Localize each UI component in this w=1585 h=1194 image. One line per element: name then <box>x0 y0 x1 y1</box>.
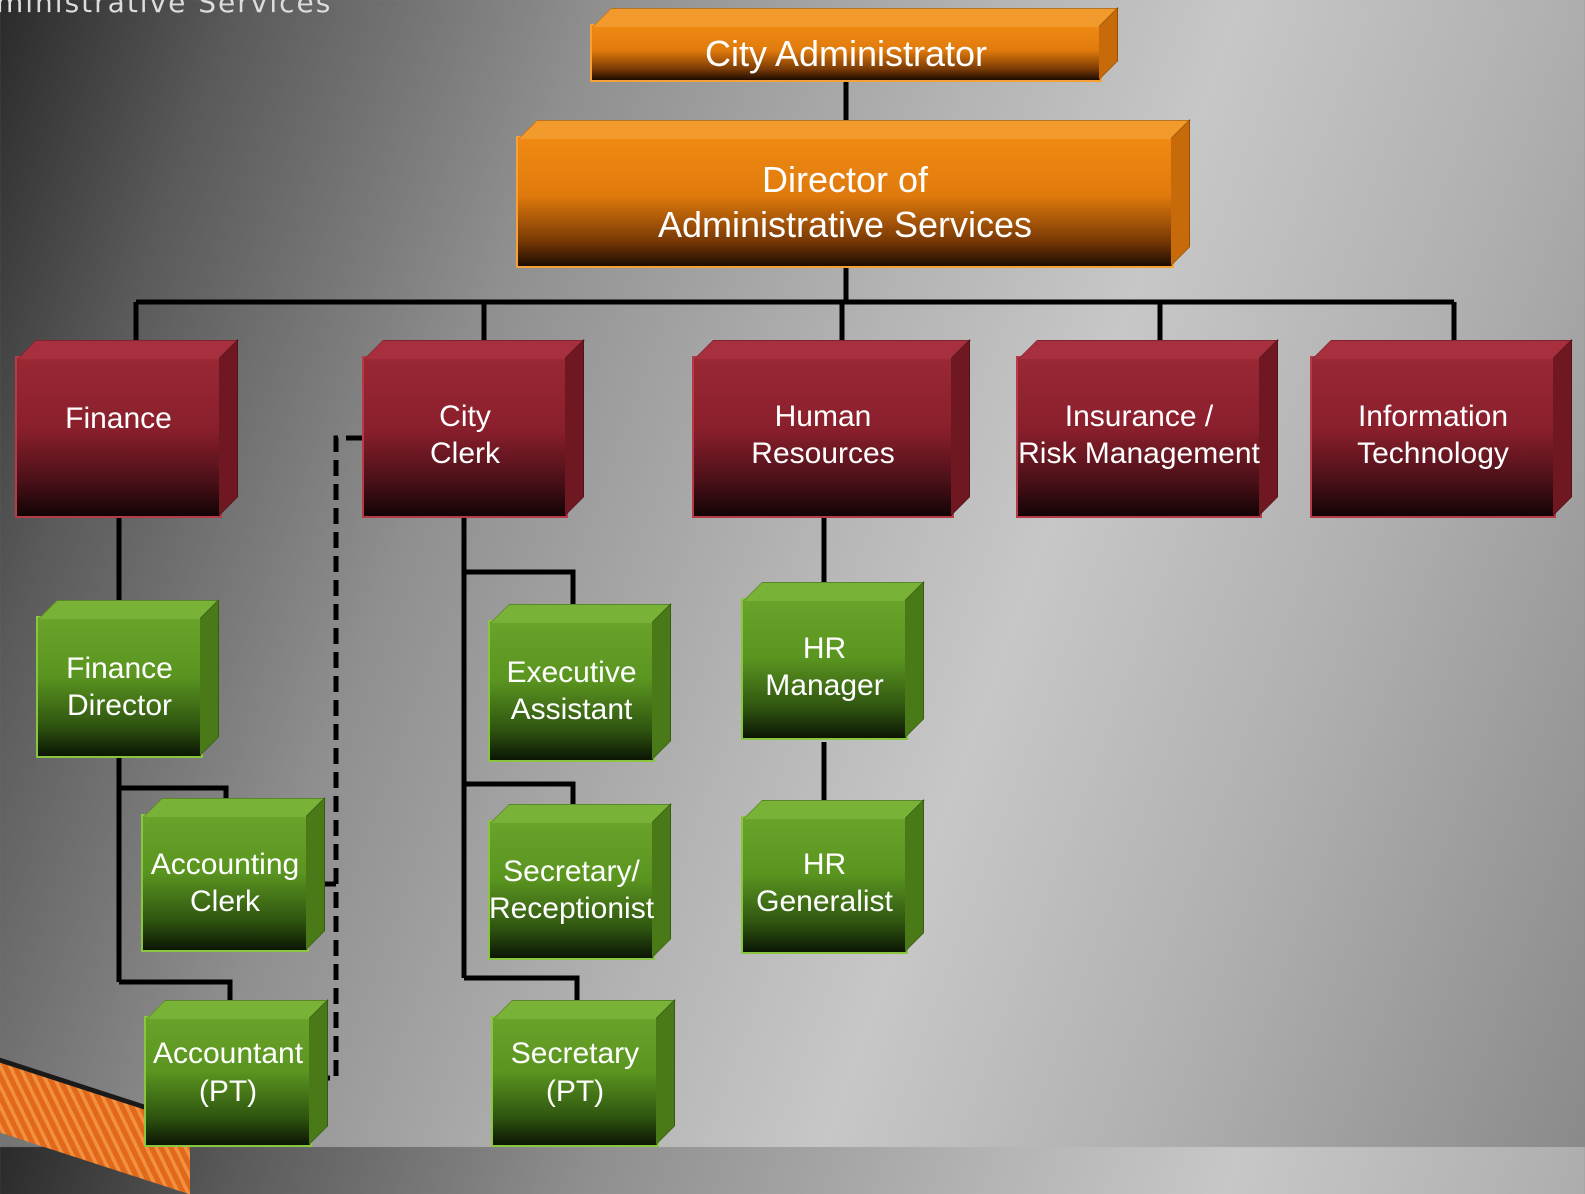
node-label: Human Resources <box>751 399 895 471</box>
node-label: Insurance / Risk Management <box>1018 399 1260 471</box>
node-label: Accountant (PT) <box>152 1037 304 1108</box>
node-information-technology: Information Technology <box>1310 356 1556 518</box>
node-hr-generalist: HR Generalist <box>741 816 908 954</box>
node-accounting-clerk: Accounting Clerk <box>141 814 309 952</box>
node-label: City Administrator <box>704 32 988 74</box>
node-label: Information Technology <box>1357 399 1509 471</box>
node-hr-manager: HR Manager <box>741 598 908 740</box>
node-secretary-pt: Secretary (PT) <box>491 1016 659 1147</box>
node-label: Finance <box>65 402 172 436</box>
node-accountant-pt: Accountant (PT) <box>144 1016 312 1147</box>
node-director: Director of Administrative Services <box>516 136 1174 268</box>
node-human-resources: Human Resources <box>692 356 954 518</box>
node-label: HR Manager <box>765 631 884 703</box>
node-finance: Finance <box>15 356 222 518</box>
node-city-clerk: City Clerk <box>362 356 568 518</box>
node-label: Executive Assistant <box>506 655 637 727</box>
node-label: Accounting Clerk <box>150 847 300 919</box>
node-label: Secretary (PT) <box>510 1037 640 1108</box>
node-executive-assistant: Executive Assistant <box>488 620 655 762</box>
node-secretary-receptionist: Secretary/ Receptionist <box>488 820 655 960</box>
slide-title: ministrative Services <box>0 0 333 19</box>
node-finance-director: Finance Director <box>36 616 203 758</box>
node-label: Secretary/ Receptionist <box>488 854 655 926</box>
node-label: Finance Director <box>66 651 173 723</box>
node-label: City Clerk <box>429 399 500 471</box>
node-insurance-risk-management: Insurance / Risk Management <box>1016 356 1262 518</box>
node-label: Director of Administrative Services <box>657 159 1033 245</box>
node-city-administrator: City Administrator <box>590 24 1102 82</box>
node-label: HR Generalist <box>756 847 893 919</box>
dotted-reporting-line <box>308 435 362 1081</box>
